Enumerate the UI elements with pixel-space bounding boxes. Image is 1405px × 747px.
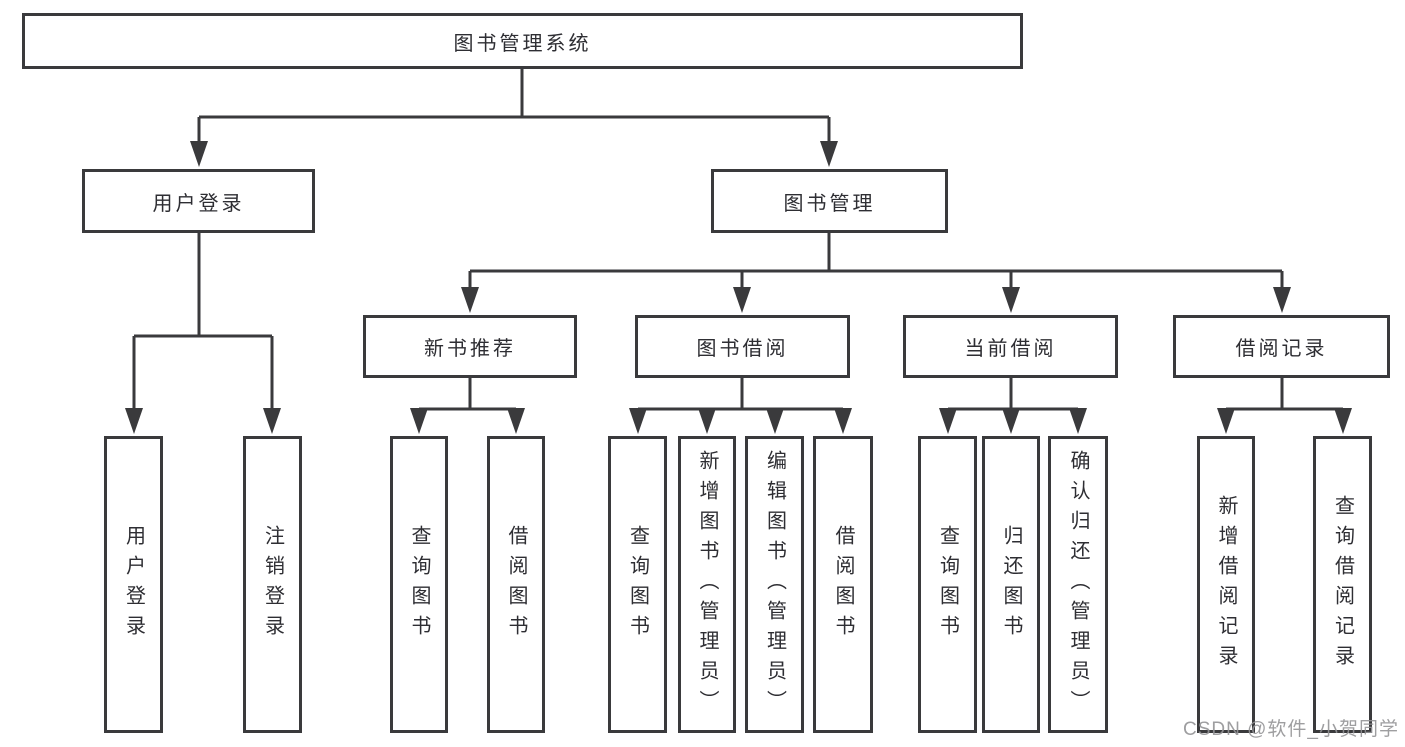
node-label: 图书借阅 — [696, 338, 789, 360]
leaf-query-books-3: 查询图书 — [918, 436, 977, 733]
leaf-return-books: 归还图书 — [982, 436, 1040, 733]
leaf-confirm-return-admin: 确认归还（管理员） — [1048, 436, 1108, 733]
node-book-management: 图书管理 — [711, 169, 948, 233]
node-label: 新书推荐 — [424, 338, 516, 360]
connector-root — [197, 69, 831, 150]
node-borrow-records: 借阅记录 — [1173, 315, 1390, 378]
node-label: 注销登录 — [261, 524, 284, 645]
watermark: CSDN @软件_小贺同学 — [1183, 719, 1399, 740]
node-label: 查询图书 — [408, 524, 430, 645]
leaf-borrow-books-2: 借阅图书 — [813, 436, 873, 733]
node-label: 用户登录 — [152, 192, 245, 215]
leaf-user-login: 用户登录 — [104, 436, 163, 733]
leaf-query-borrow-record: 查询借阅记录 — [1313, 436, 1372, 733]
node-label: 新增图书（管理员） — [696, 449, 718, 720]
leaf-add-books-admin: 新增图书（管理员） — [678, 436, 736, 733]
leaf-add-borrow-record: 新增借阅记录 — [1197, 436, 1255, 733]
leaf-edit-books-admin: 编辑图书（管理员） — [745, 436, 804, 733]
node-label: 查询图书 — [936, 524, 959, 645]
node-new-book-recommend: 新书推荐 — [363, 315, 577, 378]
node-label: 借阅图书 — [832, 524, 854, 645]
node-label: 借阅记录 — [1235, 338, 1328, 360]
connector-records — [1224, 378, 1345, 418]
node-book-borrowing: 图书借阅 — [635, 315, 850, 378]
node-label: 借阅图书 — [505, 524, 527, 645]
node-label: 图书管理 — [783, 192, 876, 215]
leaf-query-books-1: 查询图书 — [390, 436, 448, 733]
node-label: 查询图书 — [626, 524, 649, 645]
leaf-logout: 注销登录 — [243, 436, 302, 733]
node-current-borrowing: 当前借阅 — [903, 315, 1118, 378]
node-label: 用户登录 — [122, 524, 145, 645]
node-label: 当前借阅 — [964, 338, 1057, 360]
node-label: 图书管理系统 — [453, 32, 592, 55]
connector-new-book — [417, 378, 518, 418]
node-label: 归还图书 — [1000, 524, 1022, 645]
connector-book-mgmt — [468, 233, 1284, 296]
node-label: 查询借阅记录 — [1331, 494, 1354, 675]
node-root-system: 图书管理系统 — [22, 13, 1023, 69]
connector-user-login — [132, 233, 274, 416]
node-label: 编辑图书（管理员） — [763, 449, 786, 720]
node-label: 新增借阅记录 — [1215, 494, 1237, 675]
connector-borrowing — [636, 378, 845, 418]
node-label: 确认归还（管理员） — [1067, 449, 1089, 720]
leaf-query-books-2: 查询图书 — [608, 436, 667, 733]
leaf-borrow-books-1: 借阅图书 — [487, 436, 545, 733]
node-user-login: 用户登录 — [82, 169, 315, 233]
arrowheads — [125, 141, 1352, 434]
